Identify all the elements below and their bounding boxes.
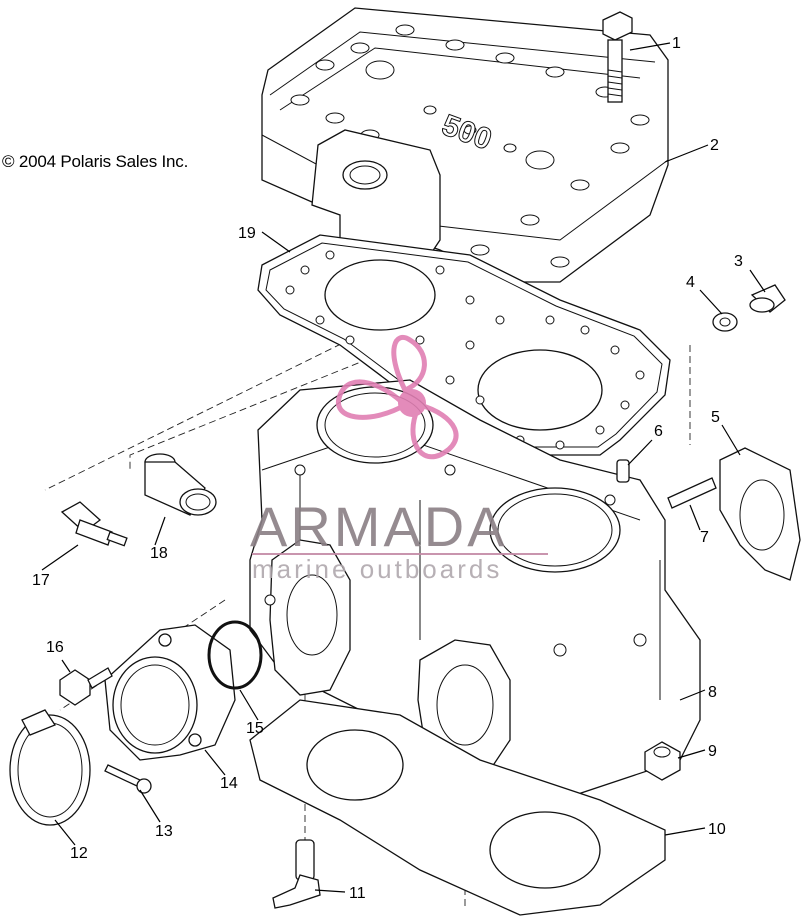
callout-9: 9	[708, 743, 717, 760]
callout-10: 10	[708, 821, 726, 838]
temperature-sensor	[60, 501, 128, 547]
flange-nut	[644, 741, 681, 781]
callout-13: 13	[155, 823, 173, 840]
base-gasket	[249, 699, 666, 916]
elbow-fitting	[272, 839, 321, 909]
callout-11: 11	[349, 885, 366, 902]
intake-flange	[104, 624, 236, 761]
exhaust-gasket	[719, 447, 801, 581]
callout-8: 8	[708, 684, 717, 701]
callout-15: 15	[246, 720, 264, 737]
callout-18: 18	[150, 545, 168, 562]
o-ring	[207, 620, 263, 690]
drain-plug	[749, 284, 786, 313]
callout-5: 5	[711, 409, 720, 426]
callout-leaders	[41, 42, 766, 893]
callout-19: 19	[238, 225, 256, 242]
flange-bolt	[59, 667, 113, 706]
callout-6: 6	[654, 423, 663, 440]
stud	[667, 477, 717, 509]
watermark-title: ARMADA	[250, 495, 508, 558]
watermark-logo-icon	[335, 335, 459, 460]
callout-16: 16	[46, 639, 64, 656]
callout-7: 7	[700, 529, 709, 546]
callout-2: 2	[710, 137, 719, 154]
callout-4: 4	[686, 274, 695, 291]
dowel-pin	[616, 459, 630, 483]
callout-17: 17	[32, 572, 50, 589]
callout-14: 14	[220, 775, 238, 792]
callout-1: 1	[672, 35, 681, 52]
callout-12: 12	[70, 845, 88, 862]
clamp-screw	[104, 764, 152, 794]
intake-clamp	[9, 709, 91, 826]
thermostat	[144, 453, 217, 516]
callout-labels: 1 2 3 4 5 6 7 8 9 10 11 12 13 14 15 16 1…	[32, 35, 743, 902]
watermark-subtitle: marine outboards	[252, 554, 502, 584]
watermark: ARMADA marine outboards	[250, 335, 548, 584]
callout-3: 3	[734, 253, 743, 270]
copyright-notice: © 2004 Polaris Sales Inc.	[2, 152, 189, 171]
head-bolt	[602, 11, 633, 103]
head-gasket	[257, 234, 671, 456]
sealing-washer	[712, 312, 738, 332]
